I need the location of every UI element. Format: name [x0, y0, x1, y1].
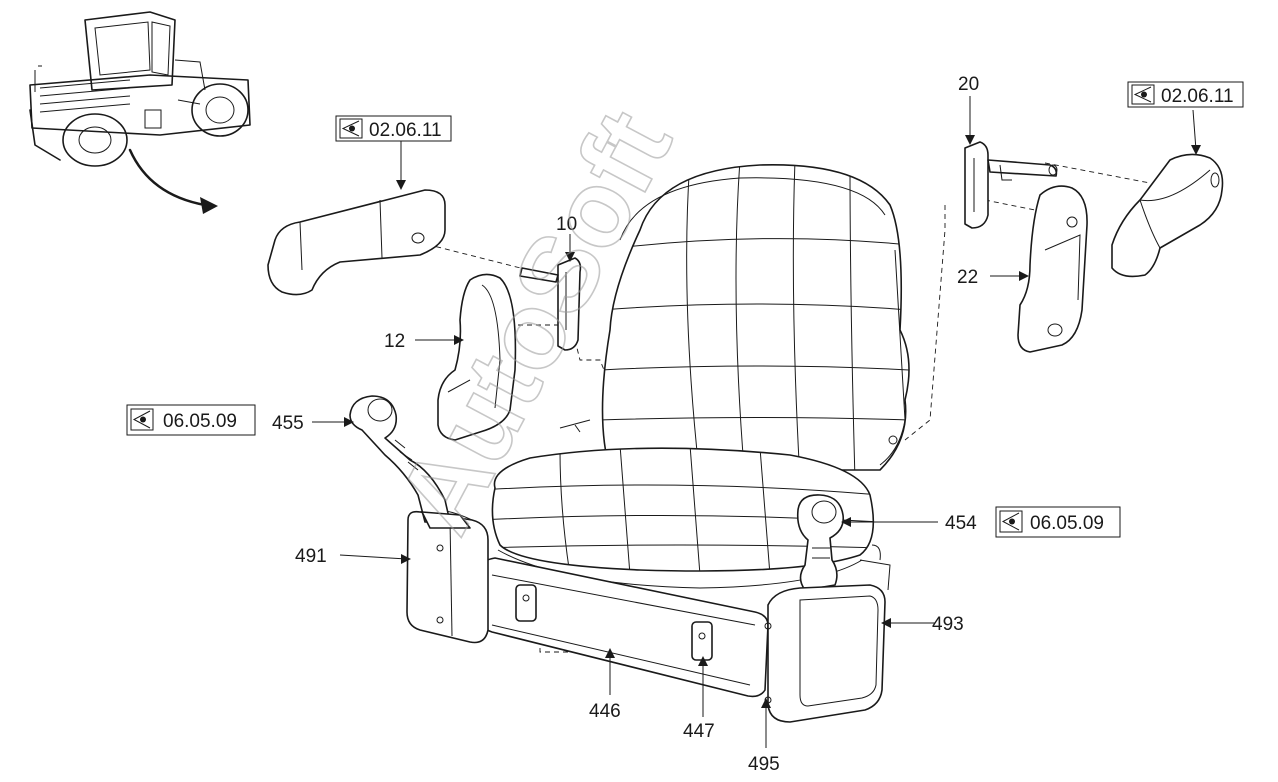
joystick-left-455: [349, 395, 471, 529]
leader-arrowheads: [344, 135, 1201, 708]
curved-arrow-icon: [128, 148, 207, 207]
armrest-left: [267, 189, 446, 296]
part-number-22: 22: [957, 267, 978, 288]
bracket-10: [519, 257, 582, 351]
ref-box-joystick-left[interactable]: 06.05.09: [126, 404, 256, 436]
part-number-447: 447: [683, 721, 715, 742]
ref-box-armrest-left[interactable]: 02.06.11: [335, 115, 452, 142]
machine-thumbnail: [29, 11, 251, 167]
part-number-446: 446: [589, 701, 621, 722]
leader-lines: [312, 96, 1197, 748]
joystick-right-454: [796, 494, 845, 591]
ref-label-joystick-left: 06.05.09: [163, 411, 237, 432]
latch-447: [691, 621, 713, 661]
seat-backrest: [601, 164, 910, 471]
console-left-491: [406, 509, 489, 644]
part-number-10: 10: [556, 214, 577, 235]
part-number-12: 12: [384, 331, 405, 352]
part-number-491: 491: [295, 546, 327, 567]
part-number-20: 20: [958, 74, 979, 95]
ref-label-armrest-left: 02.06.11: [369, 120, 442, 141]
console-right-493: [764, 544, 891, 723]
curved-arrow-head-icon: [200, 197, 218, 214]
ref-box-joystick-right[interactable]: 06.05.09: [995, 506, 1121, 538]
ref-label-armrest-right: 02.06.11: [1161, 86, 1234, 107]
part-number-495: 495: [748, 754, 780, 775]
ref-box-armrest-right[interactable]: 02.06.11: [1127, 81, 1244, 108]
bracket-20: [964, 141, 1058, 229]
part-number-454: 454: [945, 513, 977, 534]
latch-447-left: [515, 584, 537, 622]
seat-base-446: [479, 557, 769, 698]
part-number-455: 455: [272, 413, 304, 434]
part-number-493: 493: [932, 614, 964, 635]
side-panel-22: [1017, 185, 1088, 353]
ref-label-joystick-right: 06.05.09: [1030, 513, 1104, 534]
armrest-right: [1111, 153, 1224, 278]
side-panel-12: [437, 273, 517, 441]
